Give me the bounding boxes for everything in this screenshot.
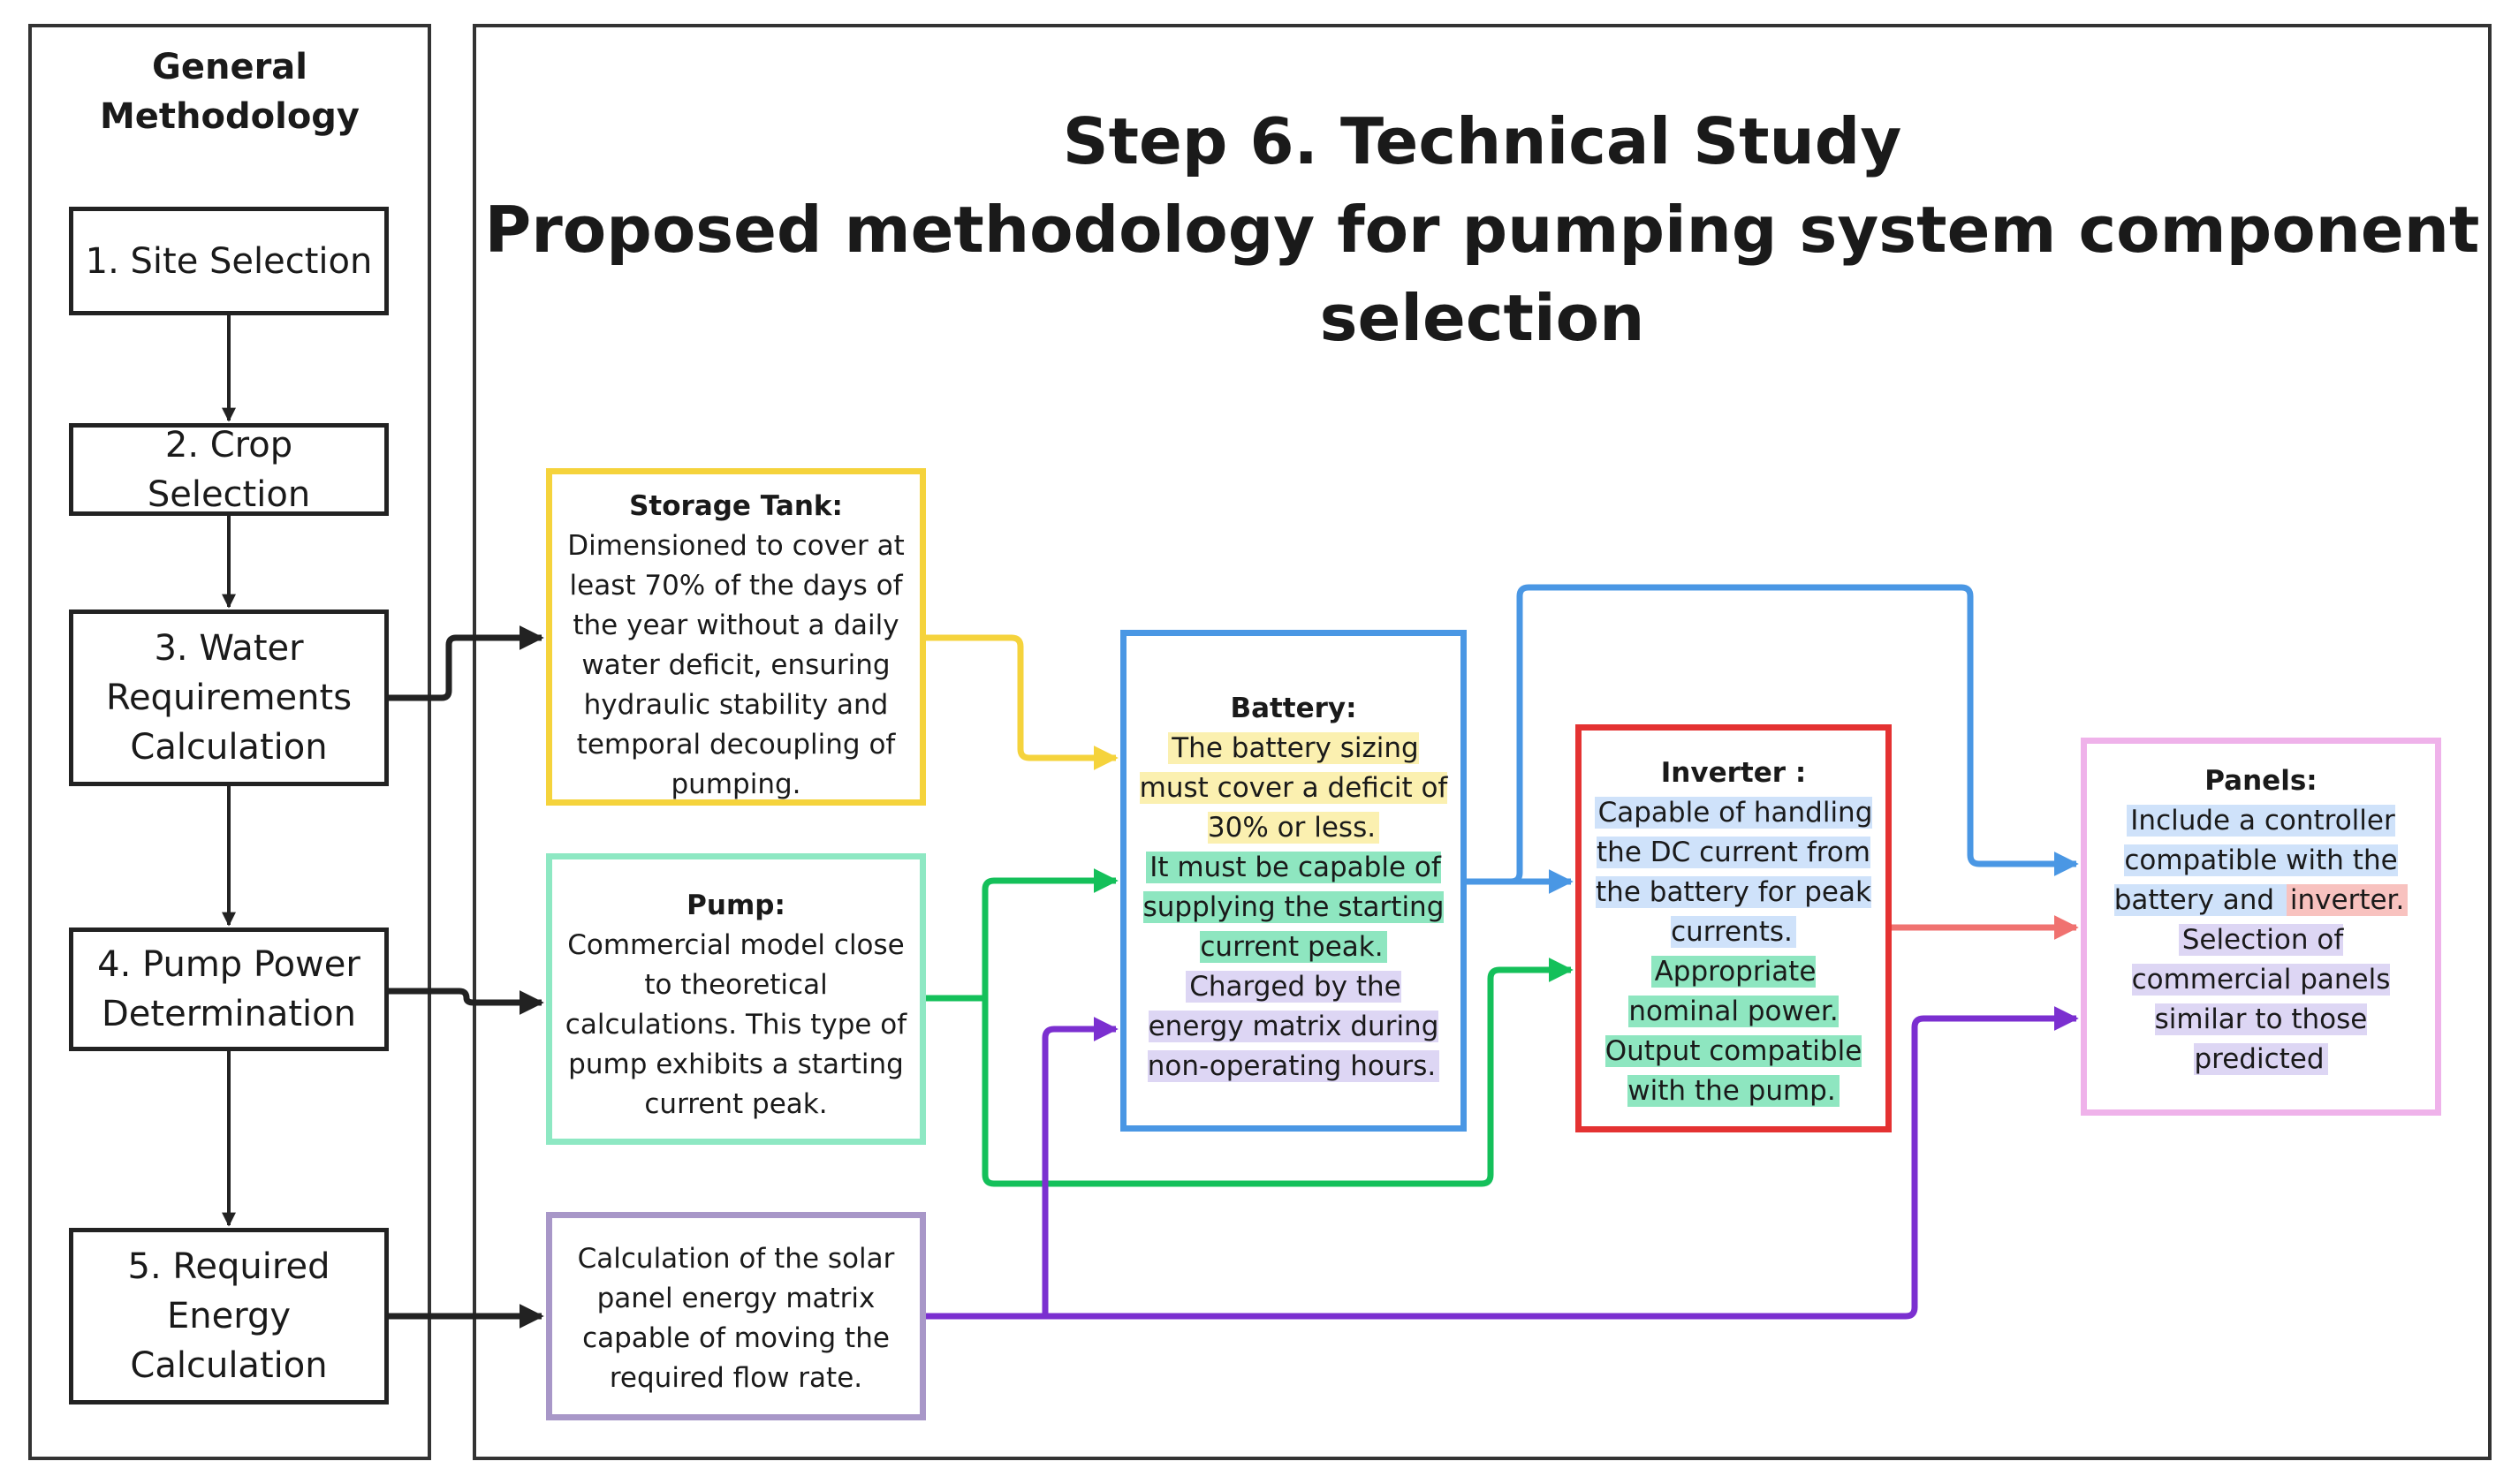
battery-charging-text: Charged by the energy matrix during non-… xyxy=(1147,971,1440,1082)
pump-box: Pump: Commercial model close to theoreti… xyxy=(546,853,926,1145)
step-to-box-arrows xyxy=(389,625,544,1329)
pump-text: Commercial model close to theoretical ca… xyxy=(565,929,907,1120)
storage-tank-text: Dimensioned to cover at least 70% of the… xyxy=(567,530,905,800)
storage-tank-title: Storage Tank: xyxy=(629,490,843,522)
battery-arrows xyxy=(1467,584,2079,894)
step-site-selection: 1. Site Selection xyxy=(69,207,389,315)
step-pump-power: 4. Pump Power Determination xyxy=(69,928,389,1051)
panels-selection-text: Selection of commercial panels similar t… xyxy=(2131,924,2391,1075)
inverter-box: Inverter : Capable of handling the DC cu… xyxy=(1575,724,1892,1132)
panels-title: Panels: xyxy=(2204,765,2318,797)
pump-arrows xyxy=(926,868,1574,1187)
inverter-dc-text: Capable of handling the DC current from … xyxy=(1594,797,1873,948)
battery-sizing-text: The battery sizing must cover a deficit … xyxy=(1139,732,1448,844)
step-water-requirements: 3. Water Requirements Calculation xyxy=(69,610,389,786)
energy-calculation-box: Calculation of the solar panel energy ma… xyxy=(546,1212,926,1420)
energy-calculation-text: Calculation of the solar panel energy ma… xyxy=(577,1243,895,1394)
inverter-title: Inverter : xyxy=(1660,757,1807,789)
main-title-line3: selection xyxy=(1319,281,1645,355)
battery-box: Battery: The battery sizing must cover a… xyxy=(1120,630,1467,1132)
energy-arrows xyxy=(926,1006,2079,1320)
storage-to-battery-arrow xyxy=(926,634,1119,770)
inverter-power-text: Appropriate nominal power. Output compat… xyxy=(1604,956,1862,1107)
panels-inverter-text: inverter. xyxy=(2286,884,2409,916)
main-title-line1: Step 6. Technical Study xyxy=(1062,104,1902,178)
panels-box: Panels: Include a controller compatible … xyxy=(2081,738,2441,1116)
battery-title: Battery: xyxy=(1230,693,1357,724)
battery-peak-text: It must be capable of supplying the star… xyxy=(1142,852,1445,963)
step-crop-selection: 2. Crop Selection xyxy=(69,423,389,516)
pump-title: Pump: xyxy=(687,890,785,921)
step-required-energy: 5. Required Energy Calculation xyxy=(69,1228,389,1404)
general-methodology-title: General Methodology xyxy=(99,47,360,137)
storage-tank-box: Storage Tank: Dimensioned to cover at le… xyxy=(546,468,926,806)
main-title-line2: Proposed methodology for pumping system … xyxy=(484,193,2480,267)
